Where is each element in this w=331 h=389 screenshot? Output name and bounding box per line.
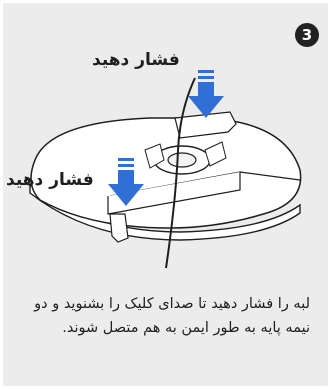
instruction-caption: لبه را فشار دهید تا صدای کلیک را بشنوید … [34, 296, 310, 336]
step-number-badge: 3 [295, 23, 319, 47]
center-hub-inner [167, 152, 197, 168]
press-down-arrow-icon [188, 70, 224, 118]
hub-clips [144, 141, 227, 169]
left-foot [109, 213, 129, 243]
stand-base-illustration [29, 70, 302, 269]
press-label-left: فشار دهید [6, 170, 94, 190]
cable [165, 77, 196, 269]
press-down-arrow-icon [108, 158, 144, 206]
disc-base [30, 117, 302, 229]
press-label-top: فشار دهید [92, 50, 180, 70]
